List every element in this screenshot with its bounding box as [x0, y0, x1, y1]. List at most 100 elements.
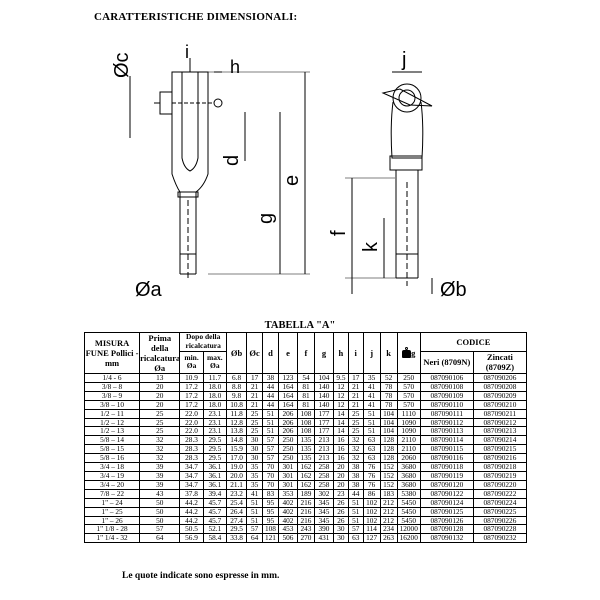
table-cell: 087090109: [419, 390, 474, 401]
table-cell: 12: [333, 399, 349, 410]
table-cell: 23.1: [202, 408, 228, 419]
table-cell: 20: [139, 399, 181, 410]
table-cell: 43: [139, 488, 181, 499]
table-cell: 25: [246, 417, 264, 428]
table-cell: 29.5: [226, 524, 248, 535]
table-cell: 5450: [396, 497, 421, 508]
table-cell: 087090215: [472, 444, 528, 455]
table-cell: 453: [277, 524, 298, 535]
table-cell: 17.2: [179, 381, 204, 392]
table-cell: 5/8 – 14: [83, 435, 141, 446]
table-cell: 44: [347, 488, 364, 499]
fork-body-outline: [171, 71, 209, 255]
header-h: h: [333, 332, 349, 374]
table-cell: 23.2: [226, 488, 248, 499]
table-cell: 17.0: [226, 453, 248, 464]
pin-head: [159, 91, 173, 115]
header-neri: Neri (8709N): [419, 350, 474, 375]
table-cell: 570: [396, 381, 421, 392]
table-cell: 32: [347, 435, 364, 446]
table-cell: 087090119: [419, 470, 474, 481]
header-weight: g: [396, 332, 421, 374]
table-cell: 57: [139, 524, 181, 535]
fork-slot: [181, 72, 199, 172]
table-cell: 51: [362, 426, 381, 437]
table-cell: 087090210: [472, 399, 528, 410]
table-cell: 3680: [396, 479, 421, 490]
table-cell: 25: [139, 408, 181, 419]
table-cell: 63: [362, 435, 381, 446]
table-cell: 570: [396, 390, 421, 401]
table-cell: 1" 1/8 - 28: [83, 524, 141, 535]
table-cell: 506: [277, 533, 298, 544]
table-cell: 26: [333, 506, 349, 517]
table-cell: 23.1: [202, 417, 228, 428]
table-cell: 63: [362, 444, 381, 455]
table-cell: 087090116: [419, 453, 474, 464]
header-min: min. Øa: [179, 350, 204, 375]
table-cell: 087090213: [472, 426, 528, 437]
table-cell: 10.8: [226, 399, 248, 410]
table-cell: 250: [277, 444, 298, 455]
header-prima: Prima della ricalcatura Øa: [139, 332, 181, 374]
table-cell: 3/8 – 10: [83, 399, 141, 410]
table-cell: 5380: [396, 488, 421, 499]
table-cell: 25: [246, 408, 264, 419]
table-cell: 14: [333, 417, 349, 428]
table-cell: 1090: [396, 426, 421, 437]
table-cell: 25.4: [226, 497, 248, 508]
table-cell: 41: [362, 381, 381, 392]
table-cell: 1" – 24: [83, 497, 141, 508]
table-cell: 81: [296, 381, 315, 392]
table-cell: 20: [333, 479, 349, 490]
table-cell: 76: [362, 470, 381, 481]
table-cell: 35: [246, 462, 264, 472]
table-cell: 402: [277, 506, 298, 517]
table-cell: 41: [362, 390, 381, 401]
table-cell: 16: [333, 435, 349, 446]
technical-drawing: Øc i h d g e Øa j f k Øb: [111, 42, 467, 301]
table-cell: 25: [347, 408, 364, 419]
label-i: i: [185, 42, 189, 62]
label-j: j: [401, 49, 406, 71]
table-cell: 135: [296, 444, 315, 455]
table-cell: 301: [277, 470, 298, 481]
table-cell: 5450: [396, 506, 421, 517]
table-cell: 087090128: [419, 524, 474, 535]
table-cell: 164: [277, 390, 298, 401]
table-cell: 1/2 – 11: [83, 408, 141, 419]
table-cell: 86: [362, 488, 381, 499]
table-cell: 76: [362, 479, 381, 490]
table-cell: 128: [379, 453, 398, 464]
table-cell: 087090208: [472, 381, 528, 392]
table-cell: 25: [347, 417, 364, 428]
table-cell: 44.2: [179, 497, 204, 508]
table-cell: 38: [347, 470, 364, 481]
table-cell: 36.1: [202, 462, 228, 472]
table-cell: 21: [246, 381, 264, 392]
table-cell: 45.7: [202, 497, 228, 508]
table-cell: 13.8: [226, 426, 248, 437]
table-cell: 51: [262, 417, 279, 428]
table-cell: 50: [139, 515, 181, 526]
table-cell: 1" – 26: [83, 515, 141, 526]
table-cell: 51: [262, 408, 279, 419]
table-cell: 81: [296, 399, 315, 410]
table-cell: 39: [139, 470, 181, 481]
table-cell: 95: [262, 506, 279, 517]
table-cell: 087090219: [472, 470, 528, 481]
table-cell: 39: [139, 479, 181, 490]
table-cell: 135: [296, 435, 315, 446]
table-cell: 206: [277, 408, 298, 419]
table-cell: 104: [379, 408, 398, 419]
table-cell: 3/4 – 19: [83, 470, 141, 481]
section-heading: CARATTERISTICHE DIMENSIONALI:: [94, 11, 298, 23]
table-cell: 402: [277, 515, 298, 526]
table-cell: 402: [277, 497, 298, 508]
table-cell: 087090115: [419, 444, 474, 455]
table-cell: 64: [246, 533, 264, 544]
table-cell: 22.0: [179, 426, 204, 437]
table-cell: 3/8 – 9: [83, 390, 141, 401]
eye-inner: [398, 89, 416, 107]
